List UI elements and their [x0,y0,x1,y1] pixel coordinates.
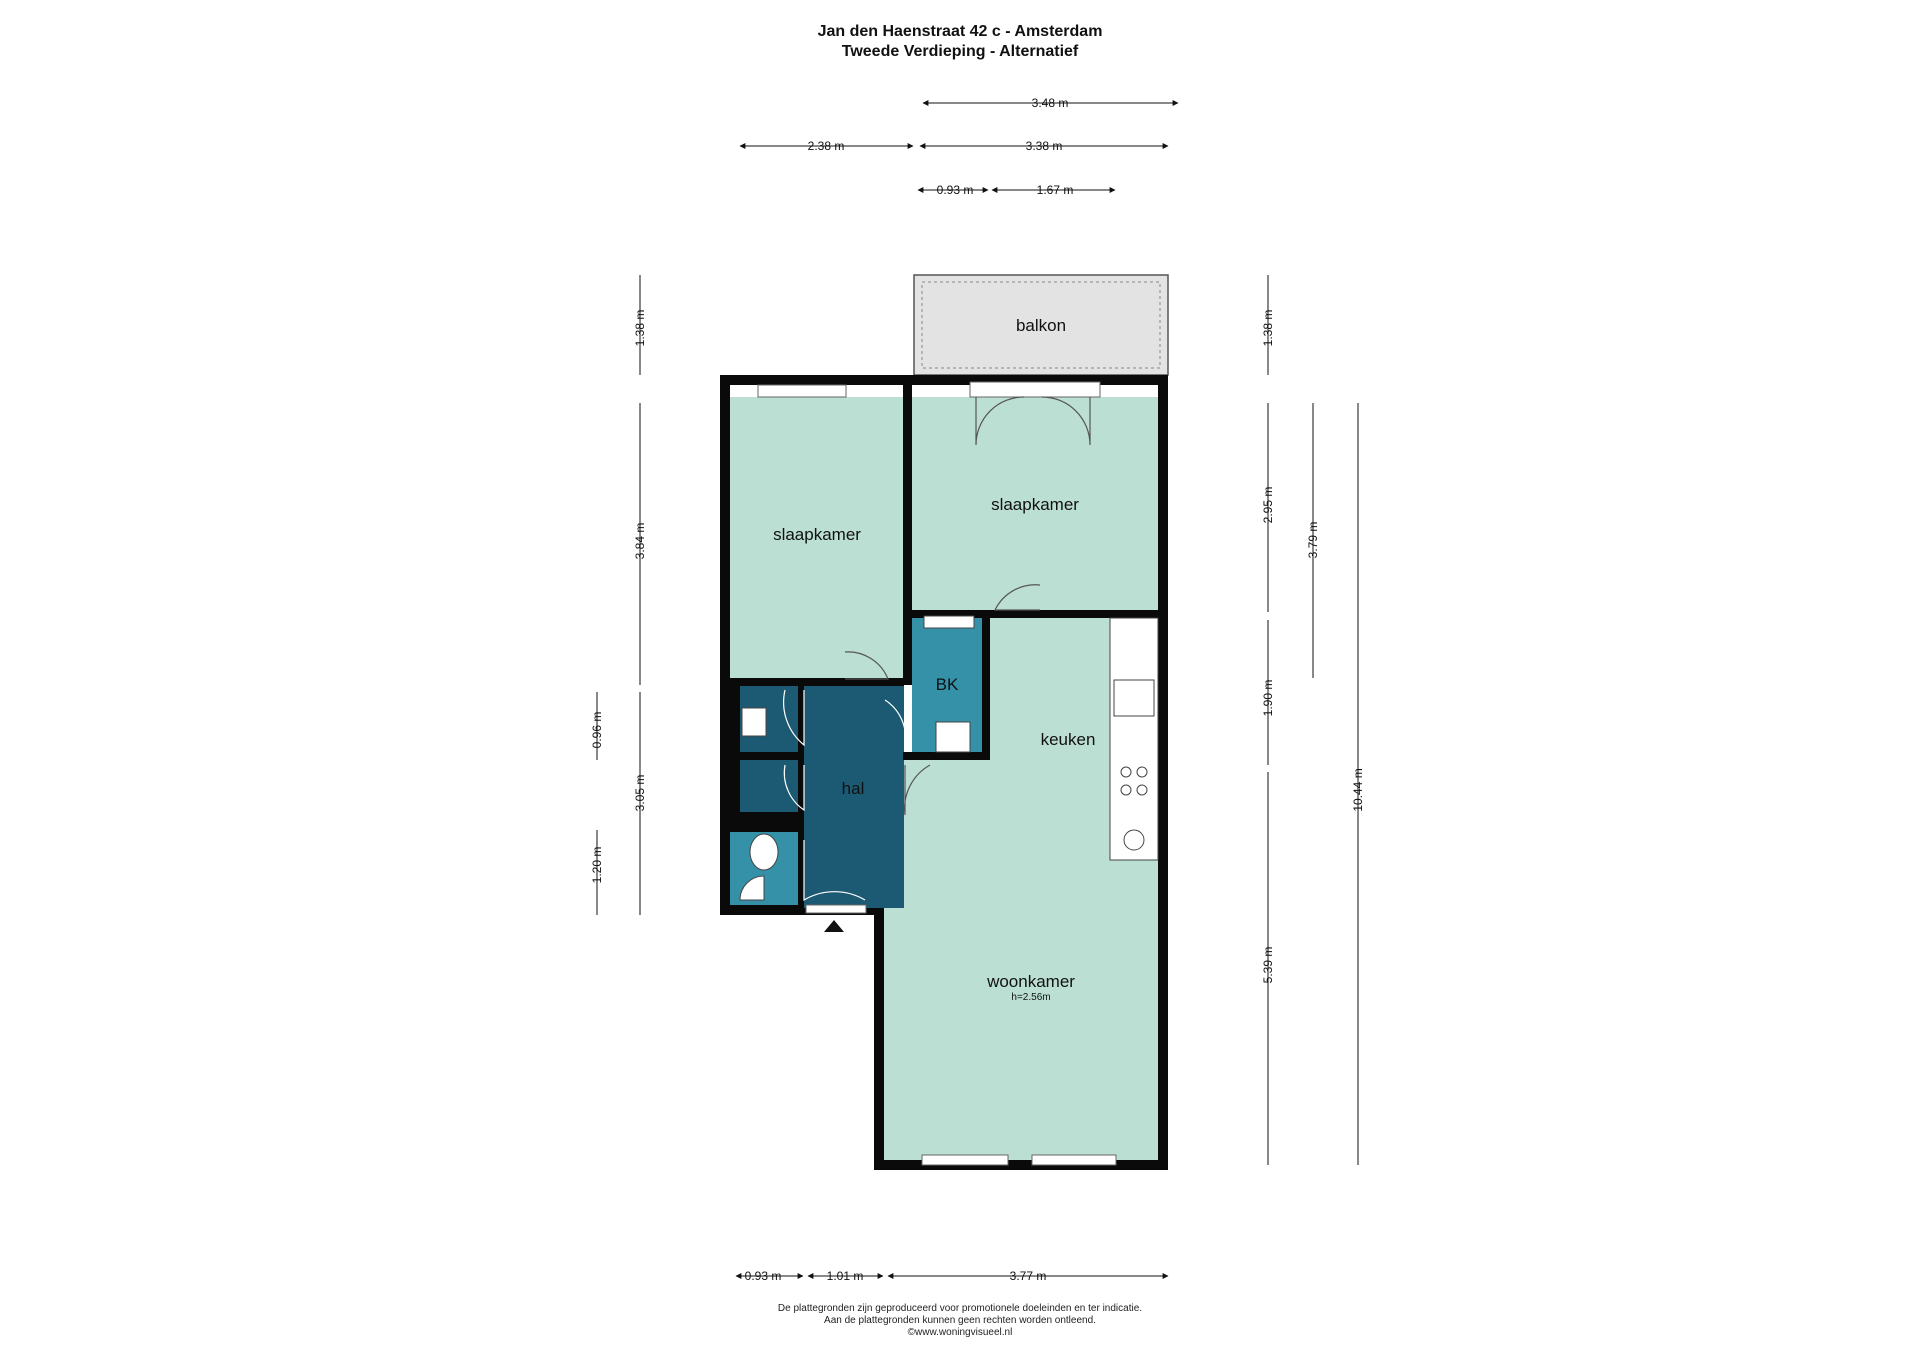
dim-left-hall: 3.05 m [633,775,647,812]
interior-walls [730,385,1158,905]
dim-right-total: 10.44 m [1351,768,1365,811]
plan-title: Jan den Haenstraat 42 c - Amsterdam [817,23,1103,40]
dim-left-balcony: 1.38 m [633,310,647,347]
dim-left-small: 0.96 m [590,712,604,749]
fixtures [739,615,975,901]
dim-left-toilet: 1.20 m [590,847,604,884]
dim-bottom-b: 1.01 m [827,1269,864,1283]
kitchen-label: keuken [1041,730,1096,749]
plan-subtitle: Tweede Verdieping - Alternatief [841,43,1079,60]
hall [804,686,904,908]
dim-right-kitchen: 1.90 m [1261,680,1275,717]
dim-top-small-b: 1.67 m [1037,183,1074,197]
hall-label: hal [842,779,865,798]
dim-top-left: 2.38 m [808,139,845,153]
living-room-height: h=2.56m [1011,992,1050,1003]
windows [757,381,1117,1166]
dim-right-living: 5.39 m [1261,947,1275,984]
bathroom-label: BK [936,675,959,694]
balcony: balkon [913,274,1169,376]
dim-top-small-a: 0.93 m [937,183,974,197]
bedroom-left-label: slaapkamer [773,525,861,544]
doors [783,396,1091,902]
bedroom-right [912,397,1158,610]
dim-right-bedroom-total: 3.79 m [1306,522,1320,559]
disclaimer-line-2: Aan de plattegronden kunnen geen rechten… [824,1315,1096,1326]
disclaimer-line-1: De plattegronden zijn geproduceerd voor … [777,1303,1143,1314]
dim-bottom-c: 3.77 m [1010,1269,1047,1283]
dimension-lines [596,100,1359,1279]
copyright: ©www.woningvisueel.nl [907,1327,1013,1338]
entrance-arrow-icon [824,920,844,932]
dim-right-balcony: 1.38 m [1261,310,1275,347]
kitchen-counter [1109,617,1159,861]
dim-bottom-a: 0.93 m [745,1269,782,1283]
dim-right-bedroom: 2.95 m [1261,487,1275,524]
bedroom-right-label: slaapkamer [991,495,1079,514]
dim-top-overall: 3.48 m [1032,96,1069,110]
dim-left-bedroom: 3.84 m [633,523,647,560]
living-room-label: woonkamer [986,972,1075,991]
dim-top-right: 3.38 m [1026,139,1063,153]
balcony-label: balkon [1016,316,1066,335]
closet-2 [740,760,798,812]
bedroom-left [730,397,903,679]
